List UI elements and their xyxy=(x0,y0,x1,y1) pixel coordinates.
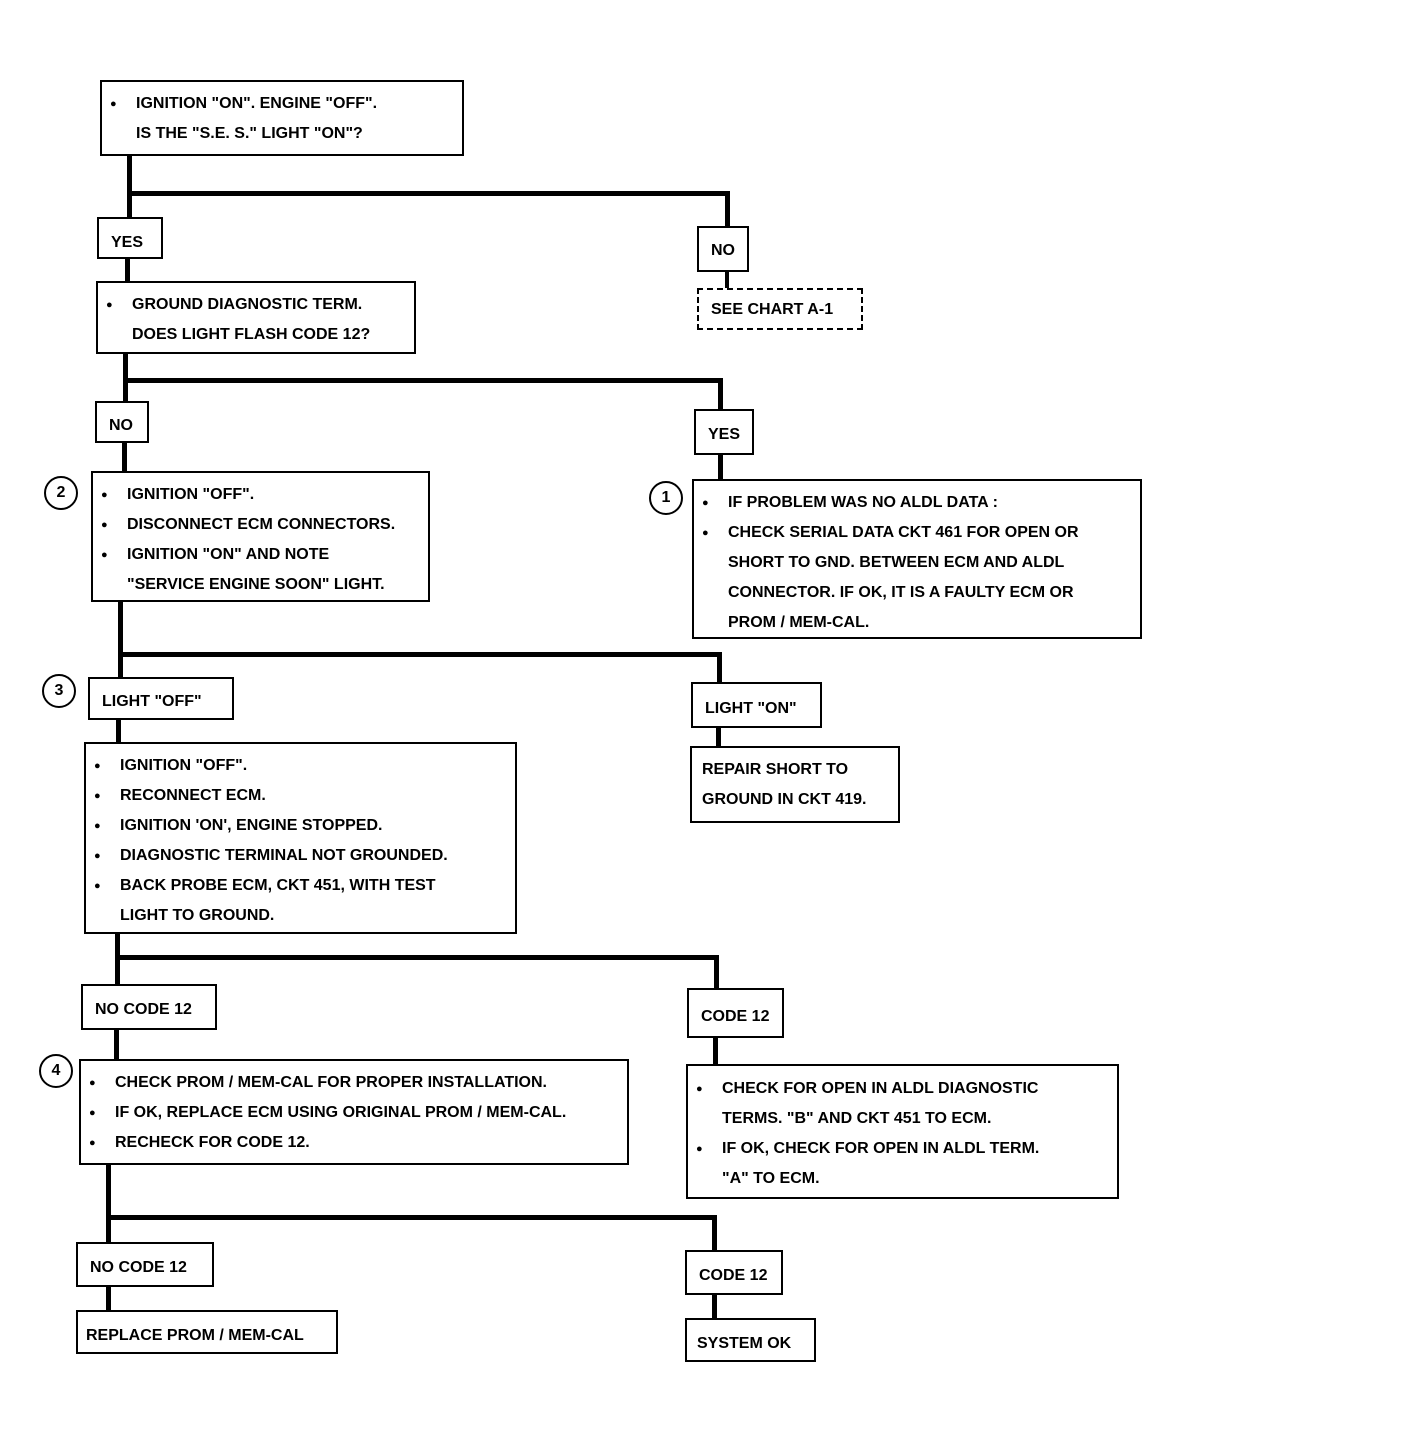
connector-line xyxy=(125,258,130,282)
code-12-label: CODE 12 xyxy=(685,1250,783,1295)
step-marker-3: 3 xyxy=(42,674,76,708)
bullet-line: IGNITION "ON" AND NOTE xyxy=(93,540,428,570)
system-ok-box: SYSTEM OK xyxy=(685,1318,816,1362)
bullet-line: CHECK PROM / MEM-CAL FOR PROPER INSTALLA… xyxy=(81,1068,627,1098)
connector-line xyxy=(714,955,719,989)
yes-label: YES xyxy=(694,409,754,455)
connector-line xyxy=(716,726,721,748)
connector-line xyxy=(713,1037,718,1065)
light-on-label: LIGHT "ON" xyxy=(691,682,822,728)
bullet-line: DISCONNECT ECM CONNECTORS. xyxy=(93,510,428,540)
bullet-line: IGNITION "ON". ENGINE "OFF". xyxy=(102,89,462,119)
replace-prom-box: REPLACE PROM / MEM-CAL xyxy=(76,1310,338,1354)
text-line: LIGHT TO GROUND. xyxy=(120,907,275,924)
connector-line xyxy=(118,600,123,678)
connector-line xyxy=(718,378,723,410)
connector-line xyxy=(725,270,729,288)
text-line: IS THE "S.E. S." LIGHT "ON"? xyxy=(136,125,363,142)
connector-line xyxy=(115,955,719,960)
bullet-line: IF OK, CHECK FOR OPEN IN ALDL TERM. xyxy=(688,1134,1117,1164)
text-line: PROM / MEM-CAL. xyxy=(728,614,870,631)
bullet-line: BACK PROBE ECM, CKT 451, WITH TEST xyxy=(86,871,515,901)
text-line: REPAIR SHORT TO xyxy=(702,761,849,778)
connector-line xyxy=(114,1028,119,1060)
step-4-box: CHECK PROM / MEM-CAL FOR PROPER INSTALLA… xyxy=(79,1059,629,1165)
light-off-label: LIGHT "OFF" xyxy=(88,677,234,720)
bullet-line: CHECK FOR OPEN IN ALDL DIAGNOSTIC xyxy=(688,1074,1117,1104)
text-line: TERMS. "B" AND CKT 451 TO ECM. xyxy=(722,1110,992,1127)
connector-line xyxy=(123,378,723,383)
step-marker-2: 2 xyxy=(44,476,78,510)
connector-line xyxy=(118,652,722,657)
connector-line xyxy=(122,442,127,472)
text-line: CONNECTOR. IF OK, IT IS A FAULTY ECM OR xyxy=(728,584,1074,601)
step-3-box: IGNITION "OFF".RECONNECT ECM.IGNITION 'O… xyxy=(84,742,517,934)
text-line: SHORT TO GND. BETWEEN ECM AND ALDL xyxy=(728,554,1065,571)
connector-line xyxy=(712,1293,717,1320)
no-label: NO xyxy=(95,401,149,443)
no-code-12-label: NO CODE 12 xyxy=(81,984,217,1030)
step-marker-4: 4 xyxy=(39,1054,73,1088)
bullet-line: RECHECK FOR CODE 12. xyxy=(81,1128,627,1158)
connector-line xyxy=(106,1285,111,1311)
bullet-line: IGNITION 'ON', ENGINE STOPPED. xyxy=(86,811,515,841)
text-line: "A" TO ECM. xyxy=(722,1170,820,1187)
start-box: IGNITION "ON". ENGINE "OFF". IS THE "S.E.… xyxy=(100,80,464,156)
code-12-label: CODE 12 xyxy=(687,988,784,1038)
text-line: DOES LIGHT FLASH CODE 12? xyxy=(132,326,371,343)
bullet-line: CHECK SERIAL DATA CKT 461 FOR OPEN OR xyxy=(694,518,1140,548)
no-code-12-label: NO CODE 12 xyxy=(76,1242,214,1287)
connector-line xyxy=(717,652,722,682)
no-label: NO xyxy=(697,226,749,272)
bullet-line: IF PROBLEM WAS NO ALDL DATA : xyxy=(694,488,1140,518)
connector-line xyxy=(106,1163,111,1243)
step-marker-1: 1 xyxy=(649,481,683,515)
bullet-line: IGNITION "OFF". xyxy=(86,751,515,781)
connector-line xyxy=(718,454,723,480)
check-open-box: CHECK FOR OPEN IN ALDL DIAGNOSTIC TERMS. … xyxy=(686,1064,1119,1199)
ground-diagnostic-box: GROUND DIAGNOSTIC TERM. DOES LIGHT FLASH … xyxy=(96,281,416,354)
bullet-line: IF OK, REPLACE ECM USING ORIGINAL PROM /… xyxy=(81,1098,627,1128)
connector-line xyxy=(127,155,132,217)
text-line: "SERVICE ENGINE SOON" LIGHT. xyxy=(127,576,385,593)
connector-line xyxy=(106,1215,717,1220)
repair-short-box: REPAIR SHORT TO GROUND IN CKT 419. xyxy=(690,746,900,823)
connector-line xyxy=(123,352,128,402)
step-2-box: IGNITION "OFF".DISCONNECT ECM CONNECTORS… xyxy=(91,471,430,602)
text-line: GROUND IN CKT 419. xyxy=(702,791,867,808)
connector-line xyxy=(127,191,730,196)
connector-line xyxy=(712,1215,717,1251)
bullet-line: GROUND DIAGNOSTIC TERM. xyxy=(98,290,414,320)
bullet-line: DIAGNOSTIC TERMINAL NOT GROUNDED. xyxy=(86,841,515,871)
step-1-box: IF PROBLEM WAS NO ALDL DATA :CHECK SERIA… xyxy=(692,479,1142,639)
connector-line xyxy=(725,191,730,226)
see-chart-box: SEE CHART A-1 xyxy=(697,288,863,330)
bullet-line: RECONNECT ECM. xyxy=(86,781,515,811)
yes-label: YES xyxy=(97,217,163,259)
bullet-line: IGNITION "OFF". xyxy=(93,480,428,510)
connector-line xyxy=(116,718,121,744)
